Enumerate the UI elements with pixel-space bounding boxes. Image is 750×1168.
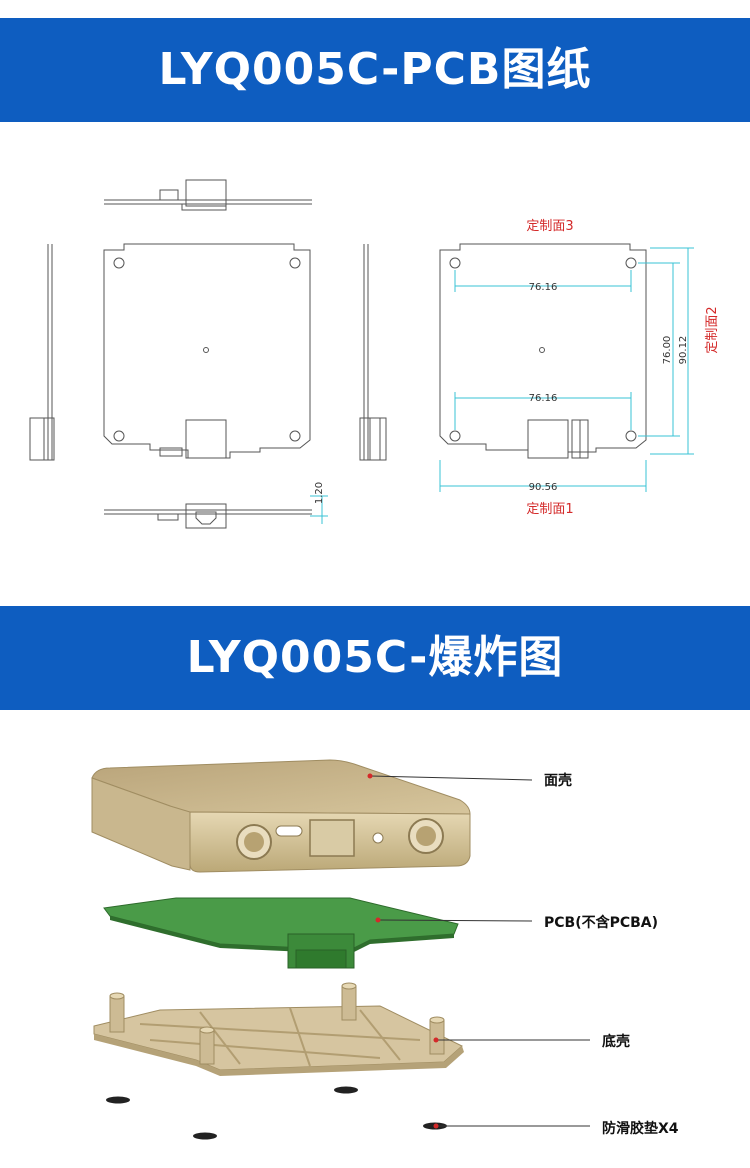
callout-leaders — [369, 775, 590, 1127]
dim-top-width: 76.16 — [529, 282, 558, 293]
dim-outer-width: 90.56 — [529, 482, 558, 493]
dim-bottom-width: 76.16 — [529, 393, 558, 404]
pcb-board — [103, 897, 459, 969]
dim-outer-height: 90.12 — [678, 336, 689, 365]
exploded-view-title: LYQ005C-爆炸图 — [186, 632, 564, 683]
callout-dots — [367, 773, 439, 1129]
exploded-view-banner: LYQ005C-爆炸图 — [0, 606, 750, 710]
bottom-shell — [93, 982, 464, 1076]
bottom-edge-view — [104, 503, 312, 529]
face-3-label: 定制面3 — [526, 219, 573, 234]
dim-thickness: 1.20 — [314, 482, 325, 504]
face-1-label: 定制面1 — [526, 502, 573, 517]
pcb-drawing-banner: LYQ005C-PCB图纸 — [0, 18, 750, 122]
label-pcb: PCB(不含PCBA) — [544, 915, 659, 931]
label-top-shell: 面壳 — [544, 773, 572, 789]
front-view-board — [103, 243, 311, 459]
dimension-lines — [310, 247, 694, 524]
right-side-view — [359, 244, 387, 461]
pcb-drawing-title: LYQ005C-PCB图纸 — [158, 44, 592, 95]
dim-inner-height: 76.00 — [662, 336, 673, 365]
label-bottom-shell: 底壳 — [602, 1034, 630, 1050]
pcb-technical-drawing: 76.16 76.16 76.00 90.12 90.56 1.20 定制面3 … — [29, 179, 720, 529]
label-pads: 防滑胶垫X4 — [602, 1121, 679, 1137]
top-edge-view — [104, 179, 312, 211]
exploded-view — [91, 759, 590, 1140]
face-2-label: 定制面2 — [705, 306, 720, 353]
left-side-view — [29, 244, 55, 461]
anti-slip-pads — [106, 1086, 447, 1140]
top-shell — [91, 759, 471, 873]
dimensioned-board — [439, 243, 647, 459]
